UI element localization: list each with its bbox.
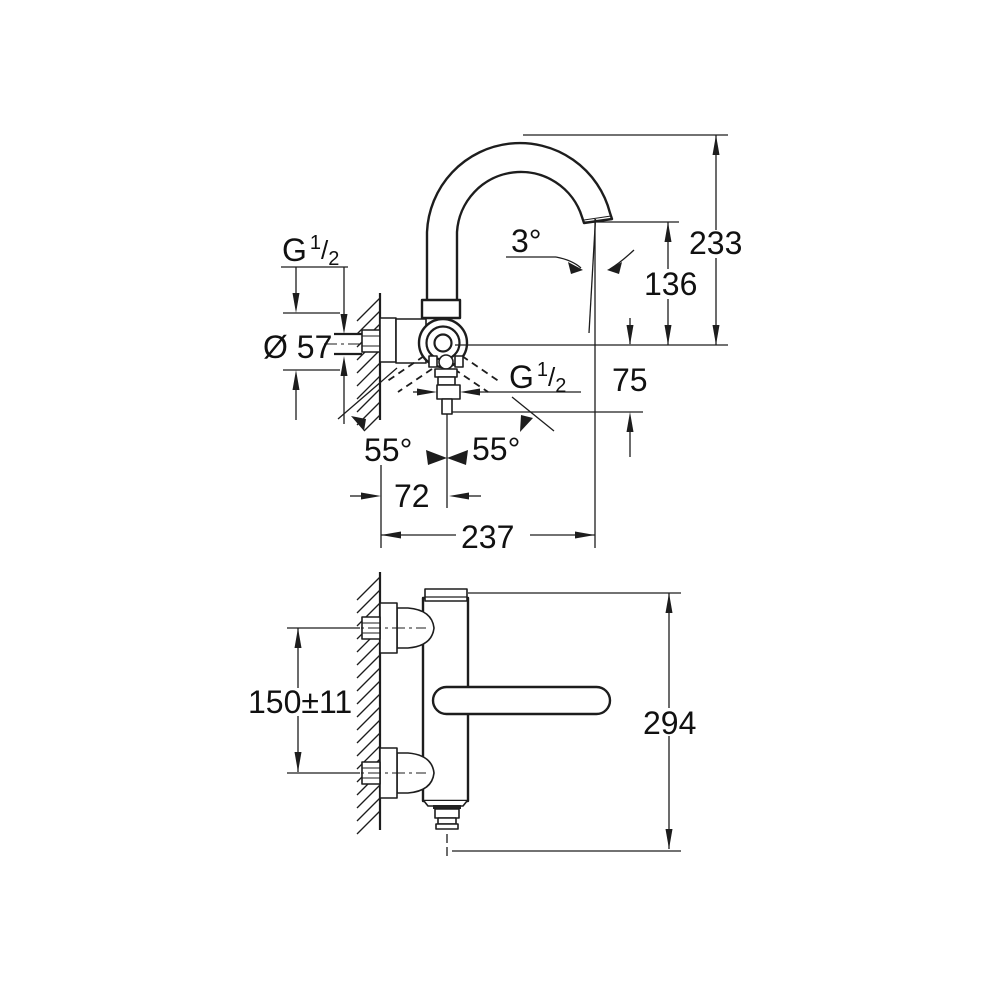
label-swivel-left: 55° [364, 432, 412, 468]
wall-hatching-front [356, 576, 381, 835]
label-overall-height: 233 [689, 225, 742, 261]
spout-swivel-collar [420, 298, 462, 320]
dimensions-front: 150±11 294 [244, 592, 699, 852]
label-spout-reach: 237 [461, 519, 514, 555]
front-view [356, 572, 612, 856]
swivel-arc-arrow-left [426, 450, 447, 465]
swivel-limit-right [511, 396, 555, 432]
spout-mouth-rim [583, 215, 612, 221]
label-spout-outlet-height: 136 [644, 266, 697, 302]
spout-outline [425, 141, 614, 304]
label-front-height: 294 [643, 705, 696, 741]
stream-3deg-line [588, 218, 597, 334]
lever-handle [431, 685, 612, 716]
escutcheon-side [379, 317, 397, 363]
label-wall-offset: 72 [394, 478, 430, 514]
hex-nut-side [361, 329, 381, 353]
body-top-cap [424, 588, 468, 602]
diverter-knob [428, 354, 464, 386]
bottom-outlet-nipple [441, 398, 453, 415]
label-connection-centers: 150±11 [248, 684, 352, 720]
valve-hub-circle [433, 333, 453, 353]
wall-connection-side [324, 317, 428, 363]
wall-hatching-side [356, 297, 381, 432]
swivel-arc-arrow-right [447, 450, 468, 465]
swivel-range-dashed [385, 355, 501, 393]
swivel-limit-left [337, 367, 398, 420]
side-view [324, 141, 614, 432]
label-bottom-outlet-drop: 75 [612, 362, 648, 398]
label-escutcheon-diameter: Ø 57 [263, 329, 332, 365]
label-swivel-right: 55° [472, 431, 520, 467]
label-spout-angle: 3° [511, 223, 542, 259]
bottom-outlet-stub [436, 384, 461, 400]
aerator-outlet [423, 800, 468, 856]
